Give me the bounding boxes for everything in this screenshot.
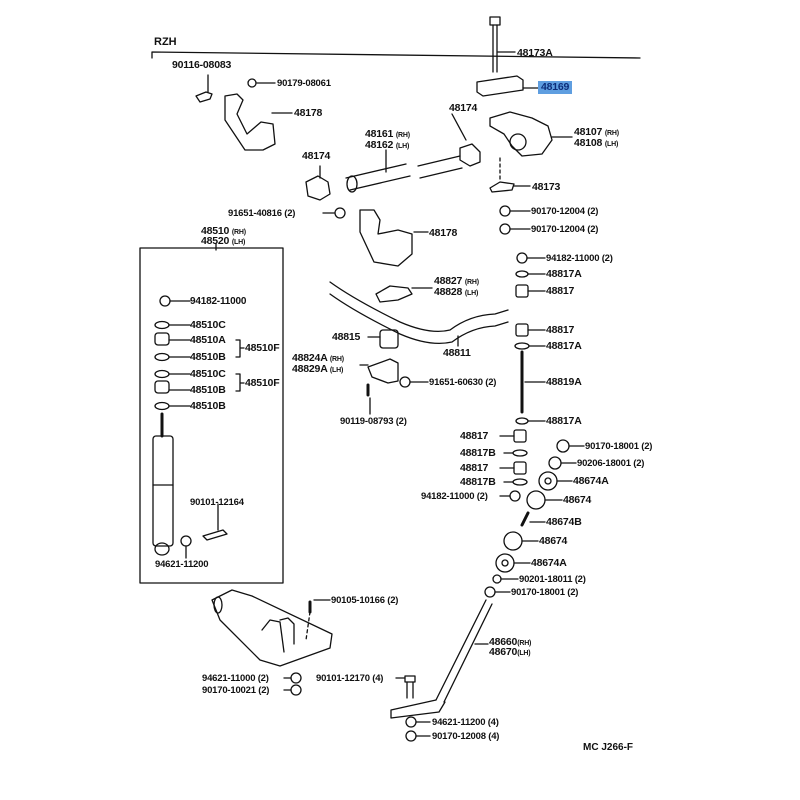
shock-box <box>139 247 284 584</box>
part-label-48660[interactable]: 48660(RH) <box>489 636 532 648</box>
part-label-48178-top[interactable]: 48178 <box>294 107 323 119</box>
bolt-48173A-icon <box>492 24 498 73</box>
part-label-94182-11000-left[interactable]: 94182-11000 (2) <box>421 491 488 502</box>
part-label-94621-11200[interactable]: 94621-11200 <box>155 559 209 570</box>
torsion-seat-right-icon <box>459 143 481 167</box>
part-label-90170-18001-b[interactable]: 90170-18001 (2) <box>511 587 579 598</box>
part-label-48824A[interactable]: 48824A (RH) <box>292 352 344 364</box>
part-label-90201-18011[interactable]: 90201-18011 (2) <box>519 574 586 585</box>
part-label-48510A[interactable]: 48510A <box>190 334 226 346</box>
part-label-94621-11000[interactable]: 94621-11000 (2) <box>202 673 269 684</box>
part-label-90101-12164[interactable]: 90101-12164 <box>190 497 244 508</box>
part-label-48107[interactable]: 48107 (RH) <box>574 126 619 138</box>
part-label-48674-2[interactable]: 48674 <box>539 535 568 547</box>
part-label-48819A[interactable]: 48819A <box>546 376 582 388</box>
header-rule <box>151 51 641 59</box>
bolt-90101-12164-icon <box>202 529 228 541</box>
part-label-48510B-3[interactable]: 48510B <box>190 400 226 412</box>
part-label-94182-11000-box[interactable]: 94182-11000 <box>190 296 247 307</box>
part-label-90170-12004-b[interactable]: 90170-12004 (2) <box>531 224 599 235</box>
part-label-48817-4[interactable]: 48817 <box>460 462 489 474</box>
part-label-48510B-1[interactable]: 48510B <box>190 351 226 363</box>
part-label-48173[interactable]: 48173 <box>532 181 561 193</box>
arm-48107-icon <box>489 111 553 157</box>
part-label-48169-highlighted[interactable]: 48169 <box>538 81 573 94</box>
part-label-90105-10166[interactable]: 90105-10166 (2) <box>331 595 399 606</box>
part-label-90119-08793[interactable]: 90119-08793 (2) <box>340 416 407 427</box>
pin-48674B-icon <box>520 511 530 527</box>
part-label-48510F-1[interactable]: 48510F <box>245 342 280 354</box>
bushing-48674A-icon <box>538 471 558 491</box>
part-label-48817B-2[interactable]: 48817B <box>460 476 496 488</box>
part-label-48827[interactable]: 48827 (RH) <box>434 275 479 287</box>
part-label-48178-mid[interactable]: 48178 <box>429 227 458 239</box>
part-label-48174-left[interactable]: 48174 <box>302 150 331 162</box>
shock-absorber-icon <box>152 435 174 547</box>
part-label-48674B[interactable]: 48674B <box>546 516 582 528</box>
part-label-48817A-1[interactable]: 48817A <box>546 268 582 280</box>
bracket-48824A-icon <box>367 358 399 384</box>
nut-90179-icon <box>247 78 257 88</box>
part-label-48815[interactable]: 48815 <box>332 331 361 343</box>
torsion-seat-left-icon <box>305 175 331 201</box>
clamp-48169-icon <box>476 75 524 97</box>
bracket-48178-top <box>224 93 276 151</box>
part-label-48510B-2[interactable]: 48510B <box>190 384 226 396</box>
part-label-94621-11200-4[interactable]: 94621-11200 (4) <box>432 717 499 728</box>
strut-rod-48660 <box>435 599 493 703</box>
part-label-48520[interactable]: 48520 (LH) <box>201 235 246 247</box>
strut-bracket-icon <box>390 699 446 719</box>
part-label-90170-18001-a[interactable]: 90170-18001 (2) <box>585 441 653 452</box>
part-label-48829A[interactable]: 48829A (LH) <box>292 363 344 375</box>
figure-code: MC J266-F <box>583 742 634 753</box>
part-label-91651-40816[interactable]: 91651-40816 (2) <box>228 208 296 219</box>
bracket-48827-icon <box>375 285 413 303</box>
bolt-90116-icon <box>195 91 213 103</box>
part-label-48510[interactable]: 48510 (RH) <box>201 225 246 237</box>
part-label-48817A-2[interactable]: 48817A <box>546 340 582 352</box>
part-label-48817B-1[interactable]: 48817B <box>460 447 496 459</box>
crossmember-bracket <box>211 589 333 667</box>
part-label-91651-60630[interactable]: 91651-60630 (2) <box>429 377 497 388</box>
bracket-48178-mid <box>359 209 413 267</box>
part-label-48817-2[interactable]: 48817 <box>546 324 575 336</box>
part-label-48817-3[interactable]: 48817 <box>460 430 489 442</box>
part-label-48817-1[interactable]: 48817 <box>546 285 575 297</box>
part-label-48510F-2[interactable]: 48510F <box>245 377 280 389</box>
part-label-48674-1[interactable]: 48674 <box>563 494 592 506</box>
part-label-48817A-3[interactable]: 48817A <box>546 415 582 427</box>
washer-90170-b-icon <box>499 223 511 235</box>
part-label-48828[interactable]: 48828 (LH) <box>434 286 479 298</box>
part-label-48108[interactable]: 48108 (LH) <box>574 137 619 149</box>
part-label-48674A-1[interactable]: 48674A <box>573 475 609 487</box>
model-label: RZH <box>154 36 177 48</box>
washer-90170-icon <box>499 205 511 217</box>
part-label-48811[interactable]: 48811 <box>443 347 471 359</box>
torsion-bar-end-icon <box>346 175 358 193</box>
part-label-48510C-1[interactable]: 48510C <box>190 319 226 331</box>
part-label-48674A-2[interactable]: 48674A <box>531 557 567 569</box>
stabilizer-bar-48811 <box>329 281 509 333</box>
part-label-48173A[interactable]: 48173A <box>517 47 553 59</box>
part-label-90170-12004-a[interactable]: 90170-12004 (2) <box>531 206 599 217</box>
part-label-90206-18001[interactable]: 90206-18001 (2) <box>577 458 645 469</box>
part-label-90170-10021[interactable]: 90170-10021 (2) <box>202 685 270 696</box>
part-label-48174-right[interactable]: 48174 <box>449 102 478 114</box>
part-label-94182-11000-right[interactable]: 94182-11000 (2) <box>546 253 613 264</box>
bushing-48674-icon <box>526 490 546 510</box>
part-label-90116-08083[interactable]: 90116-08083 <box>172 59 232 71</box>
part-label-90101-12170[interactable]: 90101-12170 (4) <box>316 673 384 684</box>
pad-48173-icon <box>489 181 515 193</box>
part-label-90179-08061[interactable]: 90179-08061 <box>277 78 331 89</box>
part-label-48510C-2[interactable]: 48510C <box>190 368 226 380</box>
bushing-48815-icon <box>379 329 399 349</box>
part-label-48161[interactable]: 48161 (RH) <box>365 128 410 140</box>
part-label-48162[interactable]: 48162 (LH) <box>365 139 410 151</box>
part-label-90170-12008[interactable]: 90170-12008 (4) <box>432 731 500 742</box>
part-label-48670[interactable]: 48670(LH) <box>489 646 531 658</box>
